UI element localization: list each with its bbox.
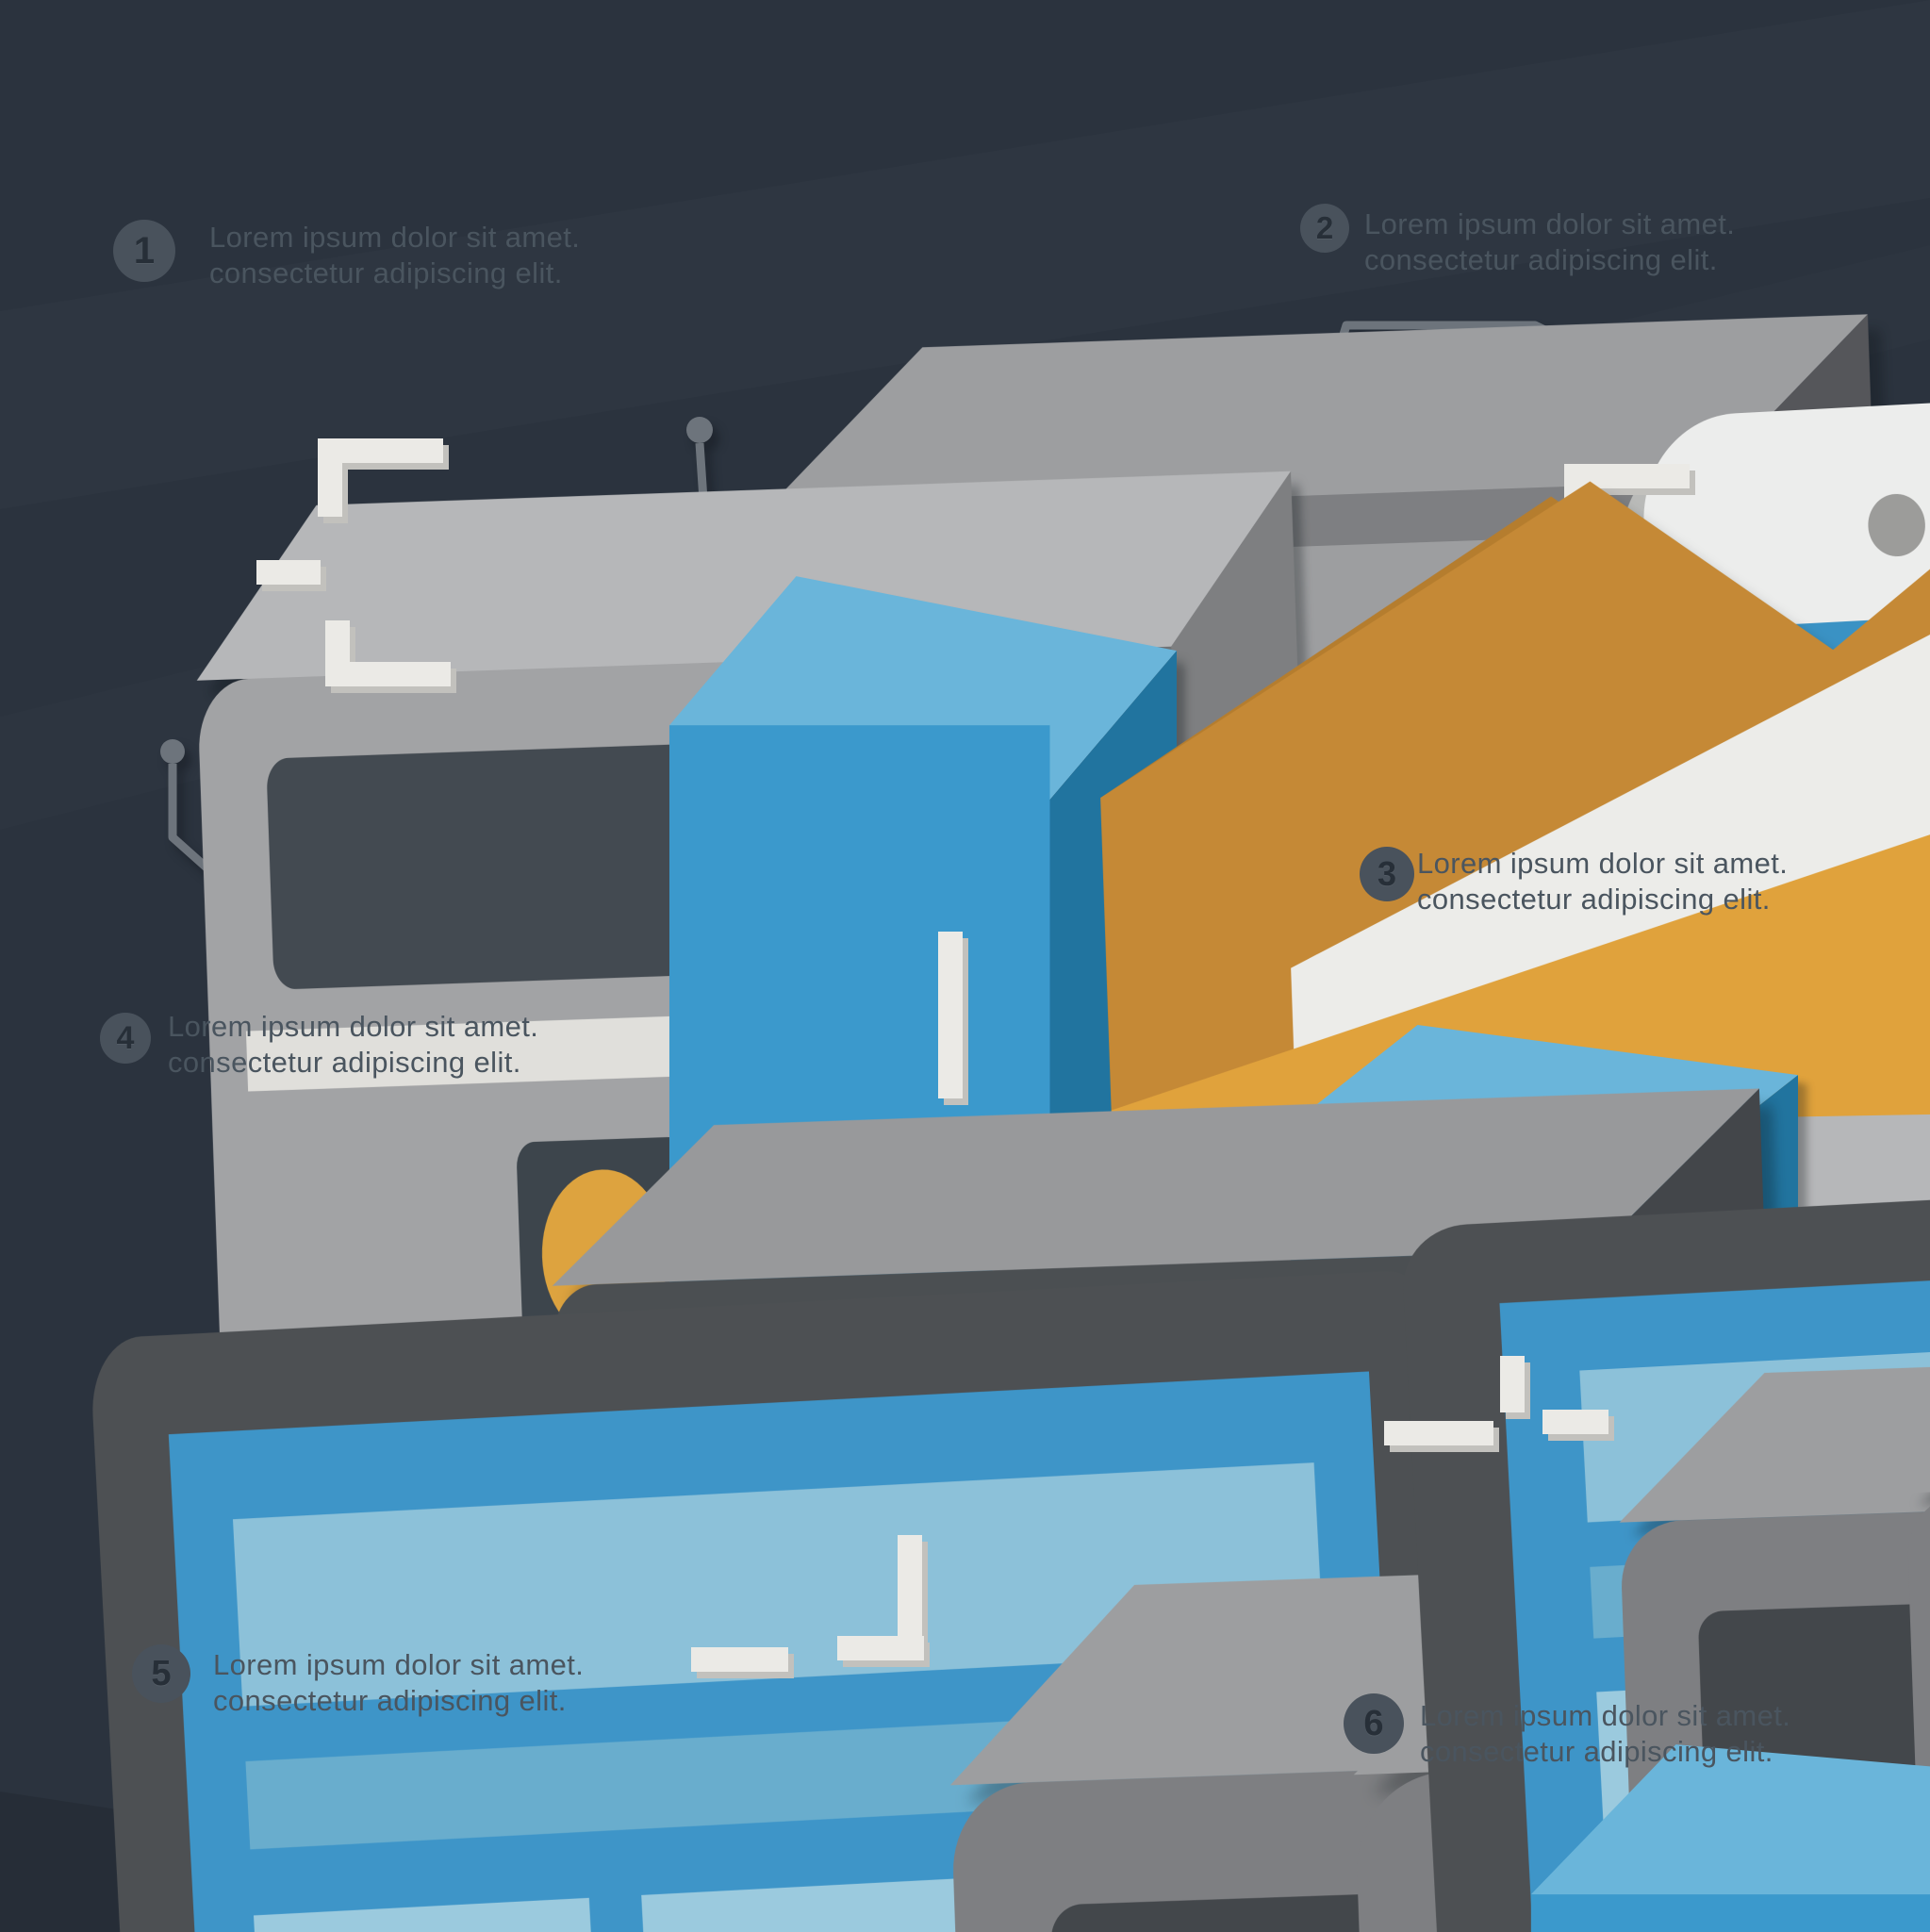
- step-5-line1: Lorem ipsum dolor sit amet.: [213, 1648, 585, 1681]
- step5-cluster: [691, 1508, 1930, 1932]
- step-5-badge: 5: [132, 1644, 190, 1703]
- step-6-description: Lorem ipsum dolor sit amet. consectetur …: [1420, 1698, 1790, 1770]
- step-6-badge: 6: [1344, 1693, 1404, 1754]
- step-1-badge: 1: [113, 220, 175, 282]
- pipe-icon: [938, 932, 968, 1105]
- step-6-line2: consectetur adipiscing elit.: [1420, 1735, 1773, 1768]
- step1-cluster: [190, 314, 1927, 1932]
- step-2-badge: 2: [1300, 204, 1349, 253]
- step-2-line2: consectetur adipiscing elit.: [1364, 243, 1718, 276]
- pipe-icon: [898, 1535, 928, 1649]
- step-2-line1: Lorem ipsum dolor sit amet.: [1364, 207, 1736, 240]
- step-1-description: Lorem ipsum dolor sit amet. consectetur …: [209, 220, 580, 291]
- pipe-icon: [1384, 1356, 1614, 1452]
- pipe-icon: [256, 438, 456, 693]
- step-3-badge: 3: [1360, 847, 1414, 901]
- center-cluster: [578, 932, 1930, 1932]
- connector-dot: [160, 739, 185, 764]
- step-5-description: Lorem ipsum dolor sit amet. consectetur …: [213, 1647, 584, 1719]
- step-3-line2: consectetur adipiscing elit.: [1417, 883, 1771, 916]
- step-2-description: Lorem ipsum dolor sit amet. consectetur …: [1364, 206, 1735, 278]
- step6-cluster: [1384, 1137, 1930, 1932]
- step-3-line1: Lorem ipsum dolor sit amet.: [1417, 847, 1789, 880]
- step-3-description: Lorem ipsum dolor sit amet. consectetur …: [1417, 846, 1788, 917]
- step-5-line2: consectetur adipiscing elit.: [213, 1684, 567, 1717]
- step-1-line1: Lorem ipsum dolor sit amet.: [209, 221, 581, 254]
- step-4-line1: Lorem ipsum dolor sit amet.: [168, 1010, 539, 1043]
- step-4-line2: consectetur adipiscing elit.: [168, 1046, 521, 1079]
- step-4-badge: 4: [100, 1013, 151, 1064]
- connector-dot: [686, 417, 713, 443]
- step-1-line2: consectetur adipiscing elit.: [209, 256, 563, 289]
- step-6-line1: Lorem ipsum dolor sit amet.: [1420, 1699, 1791, 1732]
- pipe-icon: [691, 1636, 930, 1678]
- step-4-description: Lorem ipsum dolor sit amet. consectetur …: [168, 1009, 538, 1081]
